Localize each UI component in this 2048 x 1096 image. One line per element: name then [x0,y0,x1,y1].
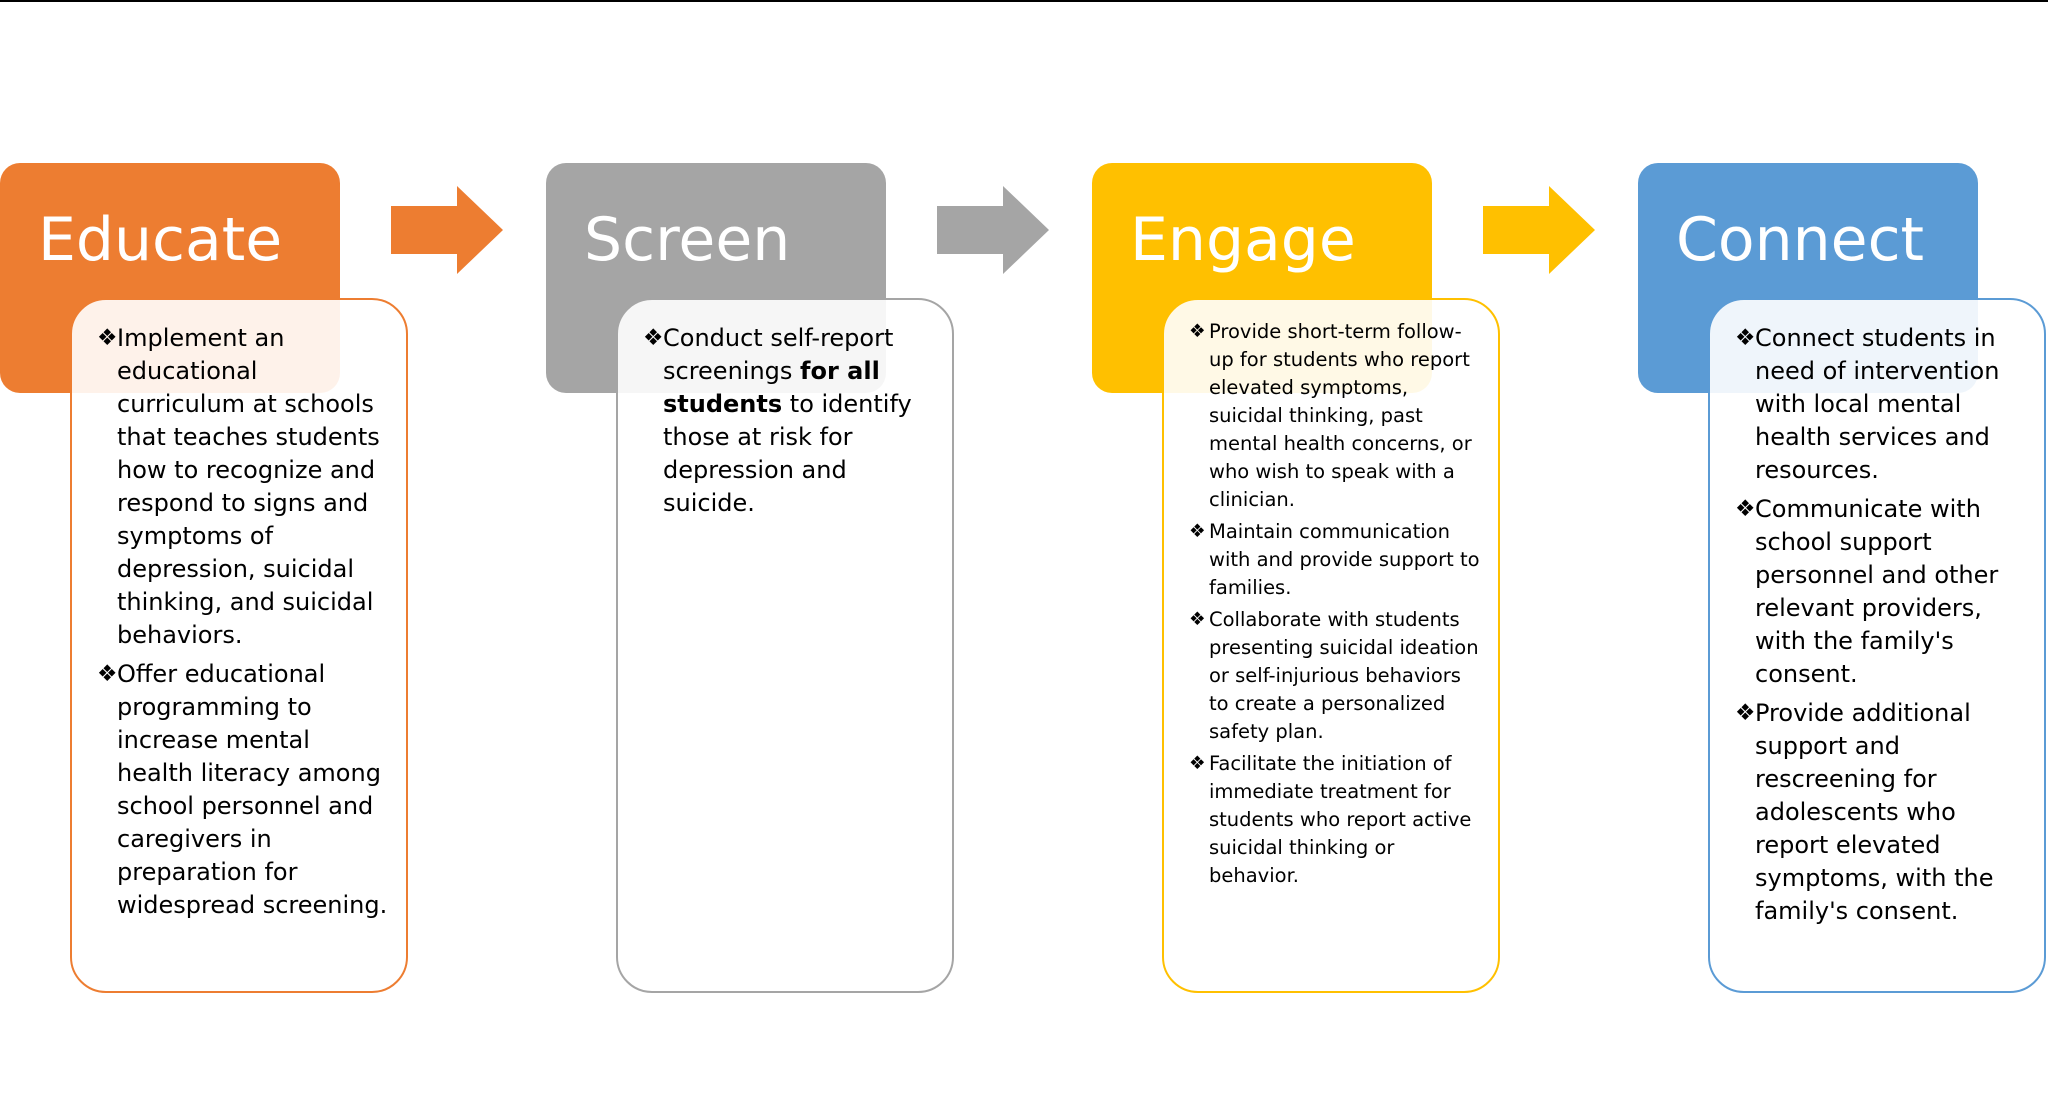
bullet-item: ❖ Implement an educational curriculum at… [97,322,388,652]
bullet-list: ❖ Provide short-term follow-up for stude… [1189,318,1480,894]
top-border [0,0,2048,2]
stage-educate: Educate ❖ Implement an educational curri… [0,0,412,1096]
bullet-text: Maintain communication with and provide … [1209,520,1480,599]
bullet-item: ❖ Provide additional support and rescree… [1735,697,2026,928]
bullet-item: ❖ Offer educational programming to incre… [97,658,388,922]
bullet-text: Provide short-term follow-up for student… [1209,320,1472,511]
bullet-text: Facilitate the initiation of immediate t… [1209,752,1472,887]
diamond-bullet-icon: ❖ [1189,753,1206,774]
arrow-shape [1483,186,1595,274]
stage-title: Engage [1130,205,1356,275]
bullet-text: Provide additional support and rescreeni… [1755,699,1994,925]
stage-screen: Screen ❖ Conduct self-report screenings … [546,0,958,1096]
bullet-text: Communicate with school support personne… [1755,495,1999,688]
stage-details: ❖ Implement an educational curriculum at… [70,298,408,993]
stage-details: ❖ Provide short-term follow-up for stude… [1162,298,1500,993]
right-arrow-icon [391,186,503,274]
bullet-text: Implement an educational curriculum at s… [117,324,380,649]
arrow-shape [937,186,1049,274]
stage-title: Screen [584,205,791,275]
bullet-item: ❖ Communicate with school support person… [1735,493,2026,691]
bullet-text-post: to identify those at risk for depression… [663,390,912,517]
stage-title: Educate [38,205,283,275]
right-arrow-icon [1483,186,1595,274]
arrow-shape [391,186,503,274]
stage-details: ❖ Conduct self-report screenings for all… [616,298,954,993]
stage-details: ❖ Connect students in need of interventi… [1708,298,2046,993]
bullet-text: Offer educational programming to increas… [117,660,388,919]
bullet-item: ❖ Collaborate with students presenting s… [1189,606,1480,746]
diamond-bullet-icon: ❖ [1189,521,1206,542]
stage-title: Connect [1676,205,1925,275]
bullet-item: ❖ Connect students in need of interventi… [1735,322,2026,487]
bullet-item: ❖ Maintain communication with and provid… [1189,518,1480,602]
diamond-bullet-icon: ❖ [1735,496,1756,522]
diamond-bullet-icon: ❖ [1735,700,1756,726]
right-arrow-icon [937,186,1049,274]
diamond-bullet-icon: ❖ [1735,325,1756,351]
bullet-text: Connect students in need of intervention… [1755,324,2000,484]
bullet-item: ❖ Conduct self-report screenings for all… [643,322,934,520]
diamond-bullet-icon: ❖ [1189,609,1206,630]
bullet-item: ❖ Provide short-term follow-up for stude… [1189,318,1480,514]
stage-connect: Connect ❖ Connect students in need of in… [1638,0,2048,1096]
diamond-bullet-icon: ❖ [643,325,664,351]
bullet-list: ❖ Conduct self-report screenings for all… [643,322,934,526]
diamond-bullet-icon: ❖ [97,661,118,687]
bullet-item: ❖ Facilitate the initiation of immediate… [1189,750,1480,890]
bullet-text-bold: for all students [663,357,880,418]
bullet-list: ❖ Implement an educational curriculum at… [97,322,388,928]
bullet-list: ❖ Connect students in need of interventi… [1735,322,2026,934]
diamond-bullet-icon: ❖ [97,325,118,351]
bullet-text-pre: Conduct self-report screenings [663,324,894,385]
diamond-bullet-icon: ❖ [1189,321,1206,342]
bullet-text: Collaborate with students presenting sui… [1209,608,1479,743]
stage-engage: Engage ❖ Provide short-term follow-up fo… [1092,0,1504,1096]
